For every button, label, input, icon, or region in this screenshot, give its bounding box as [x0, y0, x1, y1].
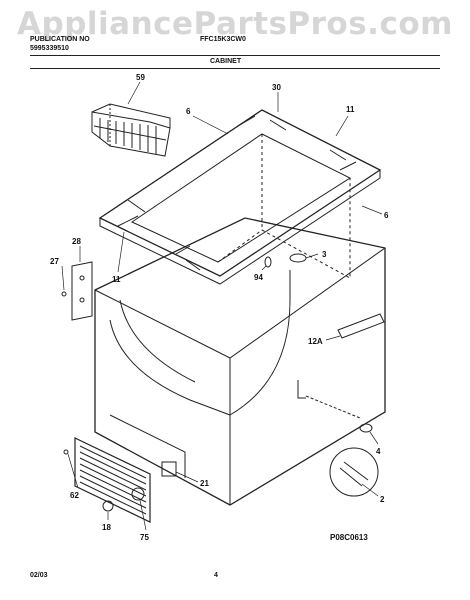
callout-59: 59: [136, 73, 145, 82]
callout-27: 27: [50, 257, 59, 266]
callout-2: 2: [380, 495, 385, 504]
drain-detail-circle: [329, 447, 379, 497]
relay-box: [161, 461, 177, 477]
model-number: FFC15K3CW0: [200, 36, 246, 43]
callout-11a: 11: [346, 105, 355, 114]
section-title: CABINET: [210, 58, 242, 65]
callout-94: 94: [254, 273, 263, 282]
screw-27: [61, 291, 67, 297]
drain-fitting: [297, 380, 306, 399]
lid-gasket-frame: [98, 109, 382, 285]
callout-6a: 6: [186, 107, 191, 116]
screw-62: [63, 449, 69, 455]
leveling-leg: [102, 500, 114, 512]
freezer-basket: [91, 103, 171, 157]
callout-6b: 6: [384, 211, 389, 220]
callout-18: 18: [102, 523, 111, 532]
cabinet-body: [94, 217, 386, 506]
diagram-code: P08C0613: [330, 533, 368, 542]
callout-11b: 11: [112, 275, 121, 284]
spacer: [264, 256, 272, 268]
footer-page: 4: [214, 572, 218, 579]
callout-62: 62: [70, 491, 79, 500]
hinge-bracket: [71, 261, 93, 321]
callout-4: 4: [376, 447, 381, 456]
callout-75: 75: [140, 533, 149, 542]
callout-21: 21: [200, 479, 209, 488]
watermark-logo: AppliancePartsPros.com: [17, 6, 453, 42]
section-rule: [30, 68, 440, 69]
callout-28: 28: [72, 237, 81, 246]
grille: [74, 437, 151, 523]
publication-number: 5995339510: [30, 45, 69, 52]
publication-label: PUBLICATION NO: [30, 36, 90, 43]
footer-date: 02/03: [30, 572, 48, 579]
callout-12a: 12A: [308, 337, 323, 346]
drain-tube: [337, 313, 385, 339]
drain-cap: [359, 423, 373, 433]
drain-plug: [289, 253, 307, 263]
header-rule: [30, 55, 440, 56]
compressor-opening: [109, 414, 186, 478]
callout-30: 30: [272, 83, 281, 92]
callout-3: 3: [322, 250, 327, 259]
